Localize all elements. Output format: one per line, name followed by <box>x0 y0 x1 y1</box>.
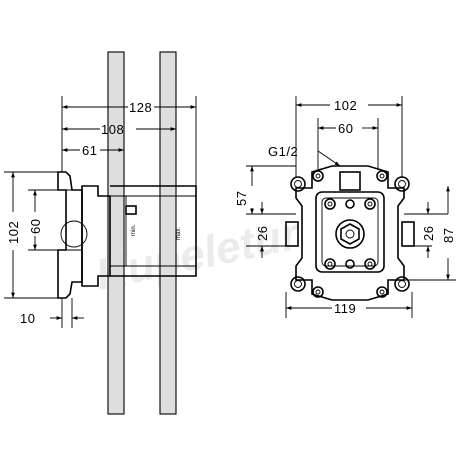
dim-102-top: 102 <box>334 98 357 113</box>
dim-128: 128 <box>129 100 152 115</box>
label-max: max. <box>176 227 182 240</box>
dim-26-right: 26 <box>421 226 436 241</box>
dim-119: 119 <box>334 301 356 316</box>
label-min: min. <box>131 224 137 236</box>
front-body-outline <box>295 165 405 301</box>
outlet-circle <box>60 220 88 248</box>
dim-60-vertical: 60 <box>28 219 43 234</box>
sleeve-small-box <box>125 205 137 215</box>
pipe-right <box>159 51 177 415</box>
centre-spindle-hex <box>340 223 360 245</box>
outlet-top <box>339 171 361 191</box>
dim-60-top: 60 <box>338 121 353 136</box>
dim-26-left: 26 <box>255 226 270 241</box>
mounting-plate <box>57 171 83 299</box>
mounting-holes <box>290 170 410 298</box>
inlet-right <box>401 221 415 247</box>
extension-sleeve <box>110 185 197 277</box>
label-g-thread: G1/2 <box>268 144 298 159</box>
dim-102-vertical: 102 <box>6 221 21 244</box>
port-circles <box>324 198 376 270</box>
inlet-left <box>285 221 299 247</box>
dim-10: 10 <box>20 311 35 326</box>
pipe-left <box>107 51 125 415</box>
dim-57: 57 <box>234 191 249 206</box>
dim-87: 87 <box>441 228 456 243</box>
centre-spindle-outer <box>335 219 365 249</box>
front-view: G1/2 102 60 57 26 26 <box>234 96 456 318</box>
side-view: min. max. 128 108 61 102 60 <box>4 51 197 415</box>
front-inner-square <box>315 191 385 273</box>
dim-61: 61 <box>82 143 97 158</box>
dim-108: 108 <box>101 122 124 137</box>
